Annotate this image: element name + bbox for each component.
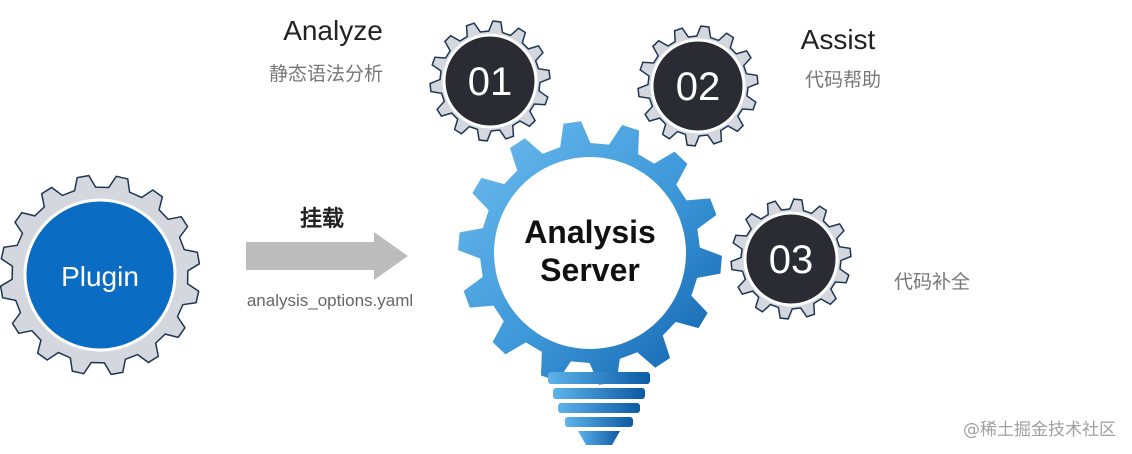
connector-label: 挂载 [300,206,344,232]
feature-01-number: 01 [468,60,513,104]
gear-01-disc [442,33,538,129]
plugin-gear: Plugin [0,174,201,376]
server-center [494,157,686,349]
bulb-base-icon [548,372,650,445]
feature-01-subtitle: 静态语法分析 [269,63,383,85]
feature-02-title: Assist [801,24,876,55]
server-title-line2: Server [540,252,640,288]
feature-03: 03 代码补全 [730,198,970,320]
feature-03-subtitle: 代码补全 [894,271,970,293]
feature-01-title: Analyze [283,15,383,46]
feature-03-number: 03 [769,238,814,282]
plugin-label: Plugin [61,261,139,292]
plugin-disc [23,198,177,352]
arrow-right-icon [246,232,408,280]
gear-02-disc [650,38,746,134]
feature-01: 01 Analyze 静态语法分析 [269,15,551,142]
server-title-line1: Analysis [524,214,656,250]
gear-03-disc [743,211,839,307]
feature-02-subtitle: 代码帮助 [805,69,881,91]
mount-connector: 挂载 analysis_options.yaml [246,206,413,310]
feature-02-number: 02 [676,65,721,109]
feature-02: 02 Assist 代码帮助 [637,24,881,147]
connector-caption: analysis_options.yaml [247,291,413,310]
watermark-text: @稀土掘金技术社区 [963,420,1116,440]
analysis-server-gear: Analysis Server [458,121,722,445]
